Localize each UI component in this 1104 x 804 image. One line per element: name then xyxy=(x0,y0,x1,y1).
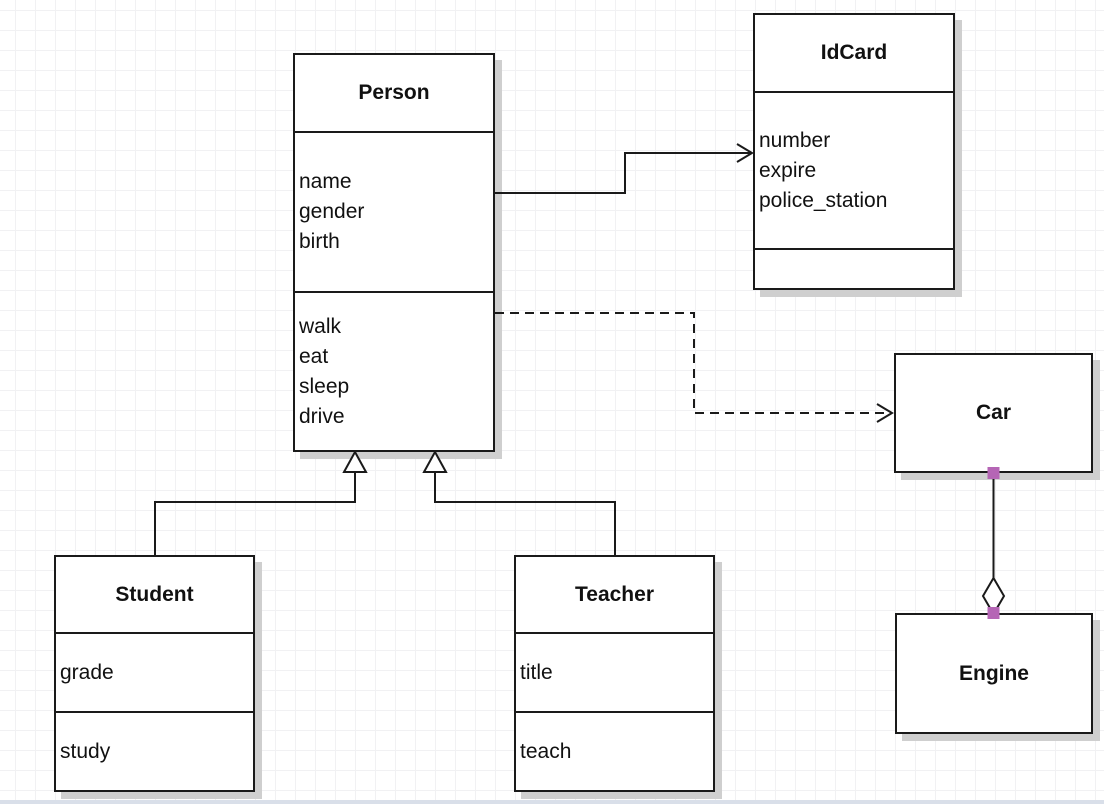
attribute: gender xyxy=(299,200,365,223)
connector-association-person-idcard[interactable] xyxy=(495,143,754,194)
class-idcard-attributes: number expire police_station xyxy=(755,93,953,250)
class-engine-title: Engine xyxy=(958,661,1029,685)
class-person[interactable]: Person name gender birth walk eat sleep … xyxy=(293,53,495,452)
class-student-attributes: grade xyxy=(56,634,253,713)
class-teacher-title: Teacher xyxy=(516,557,713,634)
attribute: number xyxy=(759,128,831,152)
class-student-methods: study xyxy=(56,713,253,790)
class-person-title: Person xyxy=(295,55,493,133)
method: sleep xyxy=(299,374,350,398)
class-car[interactable]: Car xyxy=(894,353,1093,473)
open-arrow-icon xyxy=(736,143,754,163)
method: drive xyxy=(299,404,345,428)
method: walk xyxy=(299,314,342,338)
class-idcard-title: IdCard xyxy=(755,15,953,93)
attribute: police_station xyxy=(759,188,888,212)
class-idcard-methods xyxy=(755,250,953,288)
class-teacher-attributes: title xyxy=(516,634,713,713)
attribute: name xyxy=(299,170,352,193)
open-arrow-icon xyxy=(876,403,894,423)
connector-dependency-person-car[interactable] xyxy=(495,312,894,423)
class-car-title: Car xyxy=(975,401,1012,424)
attribute: grade xyxy=(60,660,114,684)
class-engine[interactable]: Engine xyxy=(895,613,1093,734)
class-teacher-methods: teach xyxy=(516,713,713,790)
hollow-triangle-icon xyxy=(422,449,448,473)
method: teach xyxy=(520,739,572,763)
class-teacher[interactable]: Teacher title teach xyxy=(514,555,715,792)
connector-generalization-teacher-person[interactable] xyxy=(422,449,616,555)
connector-aggregation-car-engine[interactable] xyxy=(981,467,1006,619)
class-student[interactable]: Student grade study xyxy=(54,555,255,792)
attribute: expire xyxy=(759,158,817,182)
class-student-title: Student xyxy=(56,557,253,634)
canvas-bottom-edge xyxy=(0,800,1104,804)
method: eat xyxy=(299,344,329,368)
class-idcard[interactable]: IdCard number expire police_station xyxy=(753,13,955,290)
hollow-triangle-icon xyxy=(342,449,368,473)
class-person-attributes: name gender birth xyxy=(295,133,493,293)
attribute: title xyxy=(520,660,553,684)
method: study xyxy=(60,739,111,763)
class-person-methods: walk eat sleep drive xyxy=(295,293,493,450)
hollow-diamond-icon xyxy=(981,576,1006,616)
attribute: birth xyxy=(299,230,340,253)
connector-generalization-student-person[interactable] xyxy=(154,449,368,555)
